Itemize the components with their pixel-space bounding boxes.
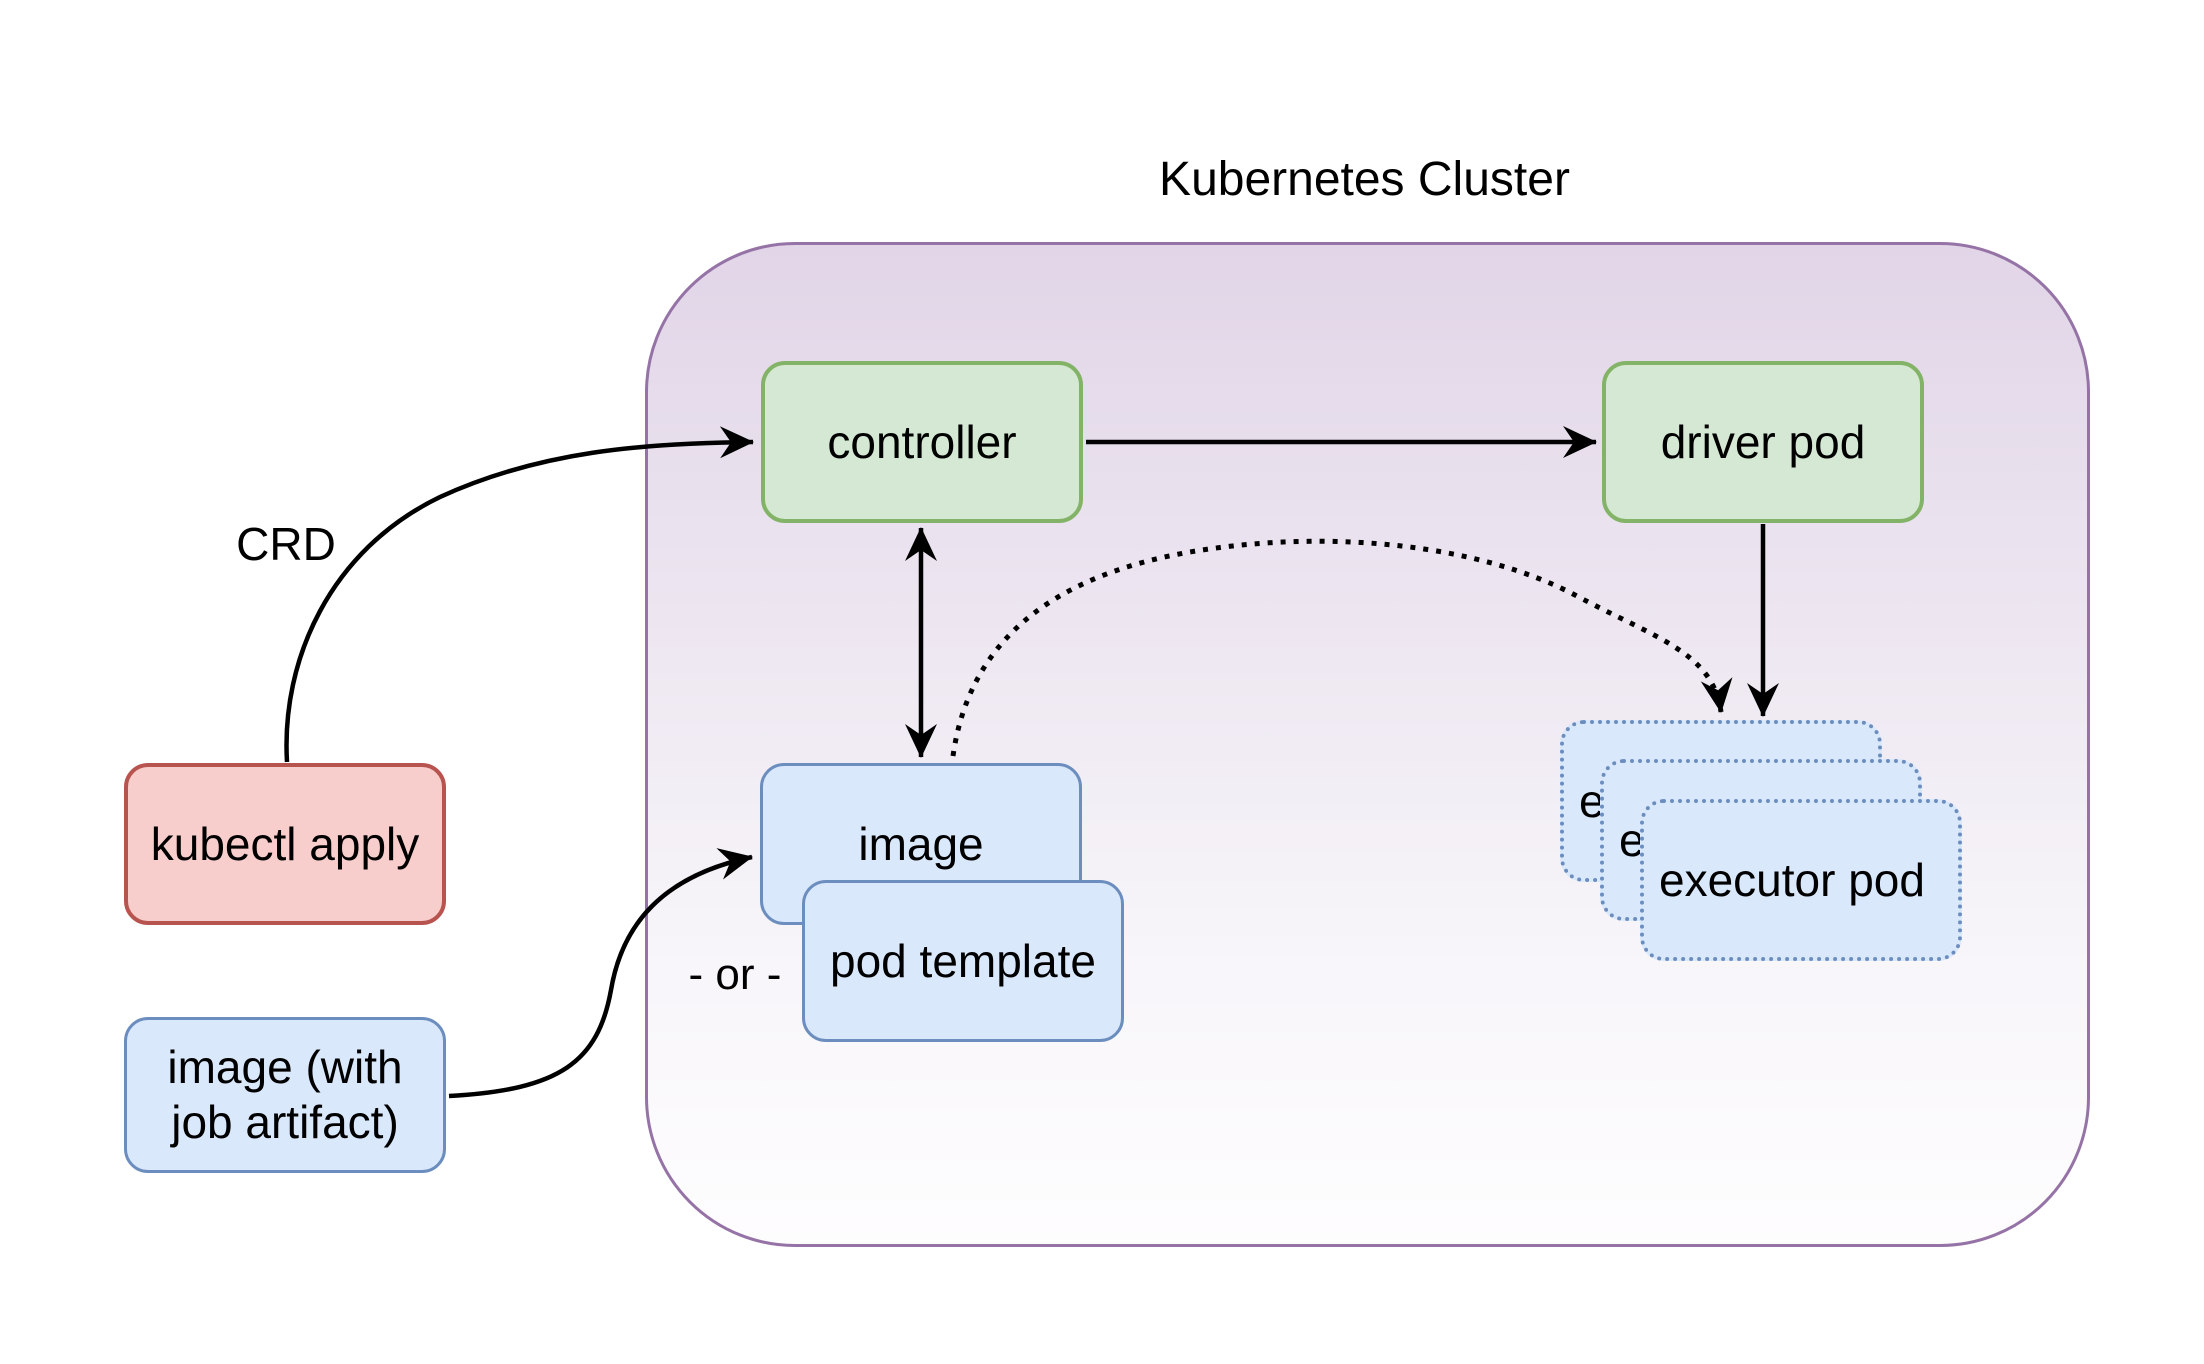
node-pod-template-label: pod template [830,935,1096,987]
cluster-title: Kubernetes Cluster [1159,153,1570,206]
node-controller-label: controller [827,416,1017,468]
node-driver-pod: driver pod [1602,361,1924,523]
node-image-label: image [858,818,984,870]
edge-label-or: - or - [688,950,782,999]
node-image-with-job-artifact-label: image (with job artifact) [167,1040,403,1148]
node-controller: controller [761,361,1083,523]
node-image-with-job-artifact: image (with job artifact) [124,1017,446,1173]
edge-label-crd: CRD [236,518,336,570]
node-pod-template: pod template [802,880,1124,1042]
node-executor-pod-front-label: executor pod [1659,854,1925,906]
node-kubectl-apply: kubectl apply [124,763,446,925]
node-driver-pod-label: driver pod [1660,416,1866,468]
node-executor-pod-front: executor pod [1640,799,1962,961]
node-kubectl-apply-label: kubectl apply [150,818,420,870]
